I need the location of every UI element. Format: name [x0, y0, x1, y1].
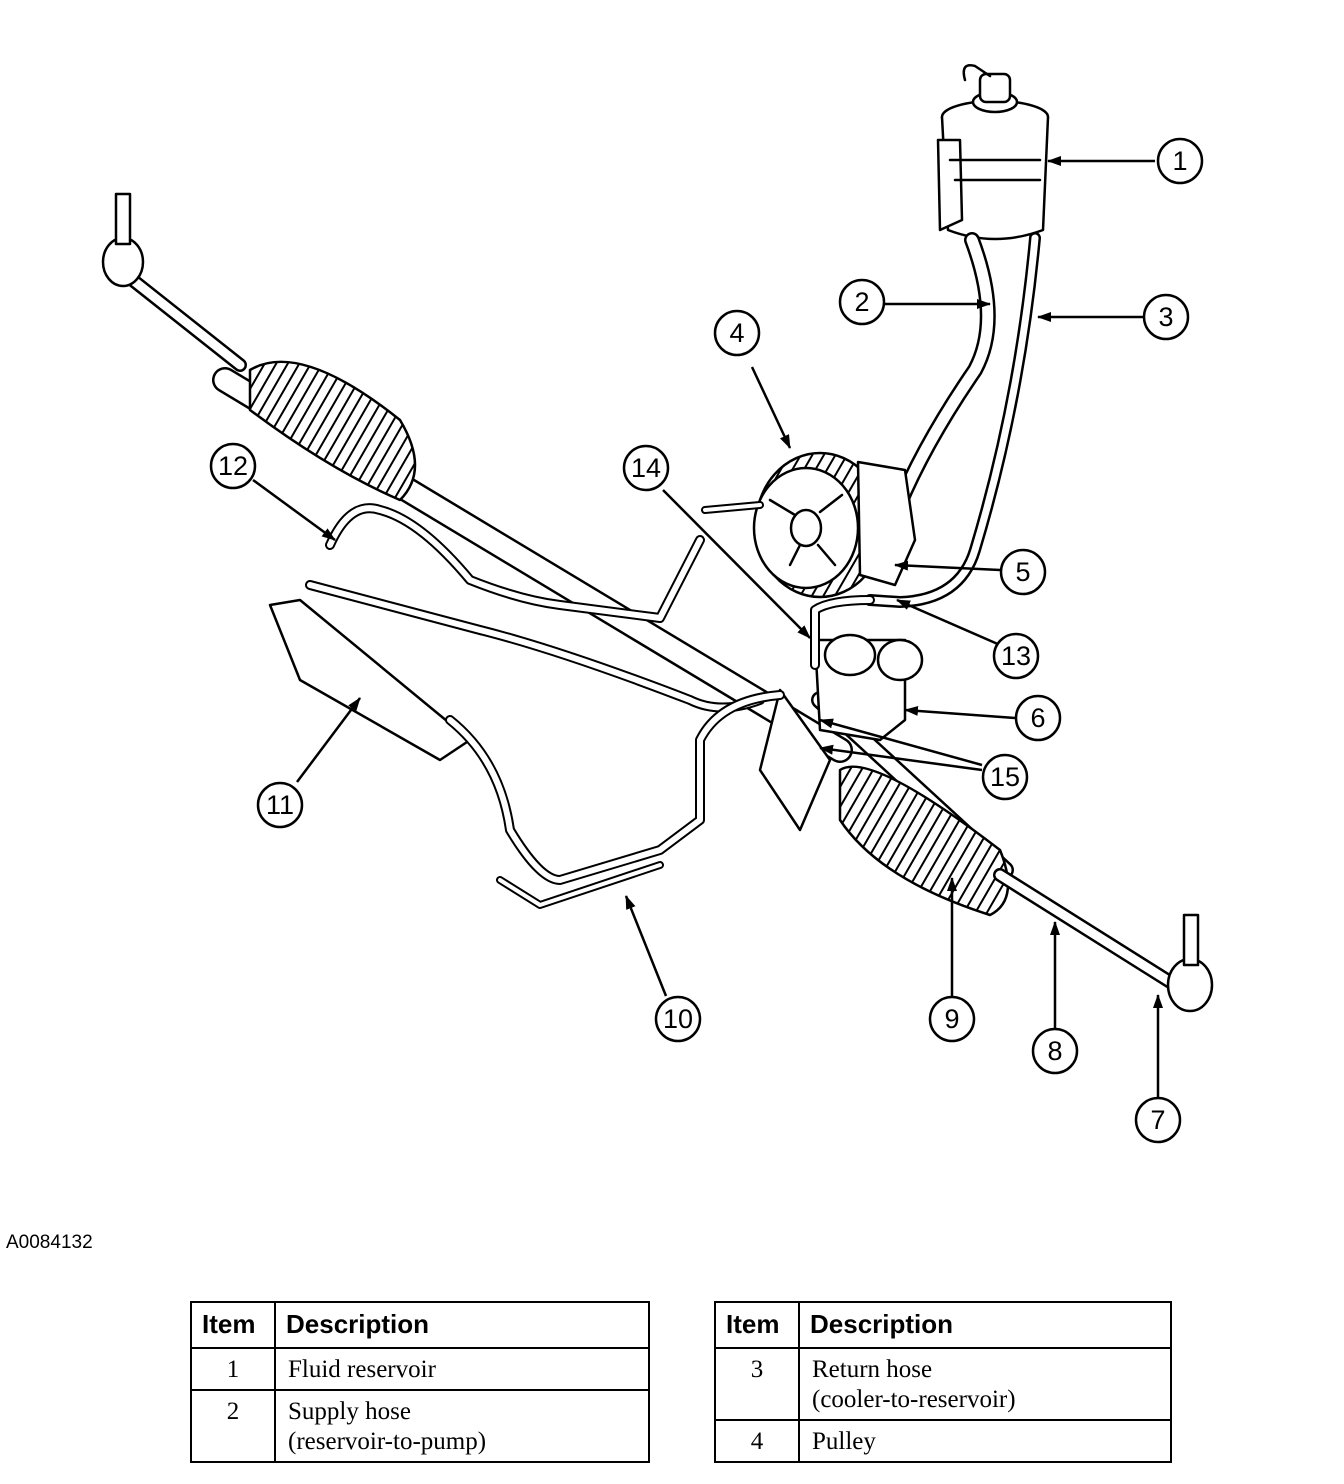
- pulley: [752, 451, 886, 599]
- item-description: Supply hose(reservoir-to-pump): [274, 1389, 650, 1463]
- item-table-right: Item Description 3 Return hose(cooler-to…: [714, 1301, 1172, 1463]
- table-row: 1 Fluid reservoir: [190, 1347, 650, 1391]
- table-row: 3 Return hose(cooler-to-reservoir): [714, 1347, 1172, 1421]
- callout-3: 3: [1142, 293, 1190, 341]
- callout-14: 14: [622, 444, 670, 492]
- callout-1: 1: [1156, 137, 1204, 185]
- callout-label: 3: [1158, 302, 1173, 332]
- callout-label: 6: [1030, 703, 1045, 733]
- item-description: Return hose(cooler-to-reservoir): [798, 1347, 1172, 1421]
- callout-12: 12: [209, 442, 257, 490]
- callout-6: 6: [1014, 694, 1062, 742]
- left-tie-rod: [101, 192, 247, 372]
- description-header: Description: [798, 1301, 1172, 1349]
- table-row: 2 Supply hose(reservoir-to-pump): [190, 1389, 650, 1463]
- callout-label: 9: [944, 1004, 959, 1034]
- table-row: 4 Pulley: [714, 1419, 1172, 1463]
- item-header: Item: [190, 1301, 276, 1349]
- callout-11: 11: [256, 781, 304, 829]
- callout-label: 14: [631, 453, 661, 483]
- callout-label: 1: [1172, 146, 1187, 176]
- item-number: 3: [714, 1347, 800, 1421]
- callout-10: 10: [654, 995, 702, 1043]
- callout-label: 2: [854, 287, 869, 317]
- callout-7: 7: [1134, 1096, 1182, 1144]
- callout-label: 5: [1015, 557, 1030, 587]
- return-hose: [864, 232, 1041, 608]
- callout-label: 4: [729, 318, 744, 348]
- description-header: Description: [274, 1301, 650, 1349]
- supply-hose: [885, 232, 996, 528]
- item-number: 1: [190, 1347, 276, 1391]
- item-number: 4: [714, 1419, 800, 1463]
- item-header: Item: [714, 1301, 800, 1349]
- callout-label: 12: [218, 451, 248, 481]
- callout-9: 9: [928, 995, 976, 1043]
- valve-housing: [758, 633, 924, 832]
- callout-label: 15: [990, 762, 1020, 792]
- callout-leaders: [252, 156, 1163, 1097]
- callout-label: 10: [663, 1004, 693, 1034]
- item-description: Pulley: [798, 1419, 1172, 1463]
- callout-label: 11: [266, 790, 294, 820]
- right-tie-rod: [993, 868, 1214, 1013]
- item-number: 2: [190, 1389, 276, 1463]
- fluid-reservoir: [936, 64, 1050, 241]
- callout-4: 4: [713, 309, 761, 357]
- item-table-left: Item Description 1 Fluid reservoir 2 Sup…: [190, 1301, 650, 1463]
- callout-label: 8: [1047, 1036, 1062, 1066]
- cooler-lines: [305, 501, 875, 909]
- cooler: [268, 598, 472, 762]
- callout-15: 15: [981, 753, 1029, 801]
- callout-label: 13: [1001, 641, 1031, 671]
- callout-label: 7: [1150, 1105, 1165, 1135]
- callout-5: 5: [999, 548, 1047, 596]
- item-description: Fluid reservoir: [274, 1347, 650, 1391]
- figure-id: A0084132: [6, 1232, 93, 1253]
- left-bellows-boot: [248, 360, 417, 502]
- callout-2: 2: [838, 278, 886, 326]
- right-bellows-boot: [838, 765, 1010, 917]
- callout-13: 13: [992, 632, 1040, 680]
- callout-8: 8: [1031, 1027, 1079, 1075]
